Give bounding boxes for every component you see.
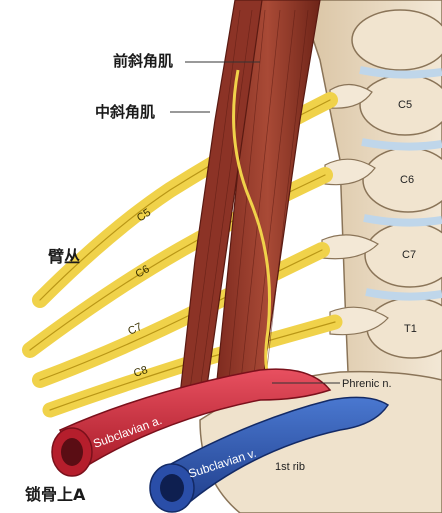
label-middle-scalene: 中斜角肌 (95, 103, 155, 121)
nerve-root-label-c8: C8 (132, 364, 149, 380)
subclavian-vein (159, 396, 390, 512)
scalene-muscles (179, 0, 321, 401)
vertebra-label-t1: T1 (404, 323, 417, 335)
label-anterior-scalene: 前斜角肌 (113, 52, 173, 70)
vertebra-label-c5: C5 (398, 99, 412, 111)
phrenic-nerve (232, 69, 274, 386)
vertebra-label-c7: C7 (402, 249, 416, 261)
leader-lines (170, 61, 340, 384)
label-first-rib: 1st rib (275, 461, 305, 473)
vertebra-label-c6: C6 (400, 174, 414, 186)
label-brachial-plexus: 臂丛 (47, 247, 80, 266)
label-supraclavicular: 锁骨上A (25, 485, 86, 504)
subclavian-artery (58, 368, 332, 472)
label-phrenic-nerve: Phrenic n. (342, 378, 392, 390)
nerve-root-label-c7: C7 (126, 321, 144, 338)
